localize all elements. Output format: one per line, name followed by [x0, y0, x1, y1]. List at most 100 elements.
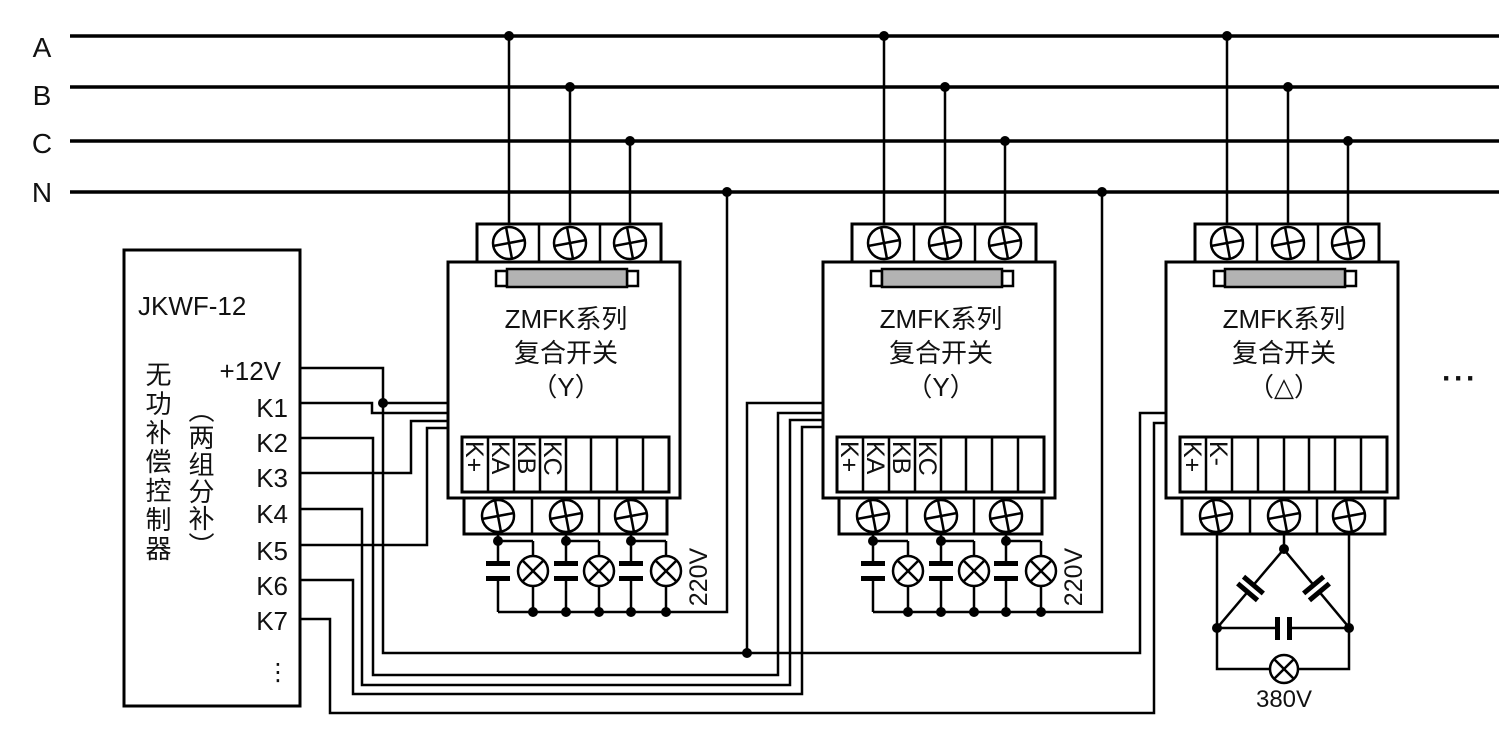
switch-connection-label: （Y）	[531, 372, 600, 402]
indicator-endcap	[1000, 269, 1015, 288]
terminal-label-kminus: K-	[1204, 441, 1232, 466]
junction-dot	[625, 136, 635, 146]
terminal-label-kplus: K+	[1178, 441, 1206, 472]
lamp-icon	[582, 539, 616, 614]
bus-label-c: C	[32, 128, 52, 159]
screw-terminal-icon	[987, 225, 1023, 261]
control-wiring	[300, 366, 1221, 715]
screw-terminal-icon	[855, 498, 891, 534]
lamp-icon	[957, 539, 991, 614]
voltage-label: 380V	[1256, 686, 1312, 713]
junction-dot	[565, 82, 575, 92]
load-wire	[1215, 532, 1270, 671]
voltage-label: 220V	[685, 547, 713, 606]
controller: JKWF-12 无功补偿控制器 （两组分补） +12V K1 K2 K3 K4 …	[122, 248, 302, 708]
capacitor-icon	[1215, 548, 1286, 629]
capacitor-icon	[484, 539, 512, 614]
junction-dot	[504, 31, 514, 41]
indicator-endcap	[1212, 269, 1227, 288]
screw-terminal-icon	[988, 498, 1024, 534]
more-terminals-label: ⋮	[266, 659, 290, 686]
switch-connection-label: （△）	[1248, 372, 1320, 402]
terminal-label-k3: K3	[256, 463, 288, 493]
screw-terminal-icon	[927, 225, 963, 261]
controller-name-label: 无功补偿控制器	[142, 361, 172, 564]
terminal-label-kplus: K+	[835, 441, 863, 472]
terminal-label-k2: K2	[256, 428, 288, 458]
composite-switch-3: ZMFK系列 复合开关 （△） K+ K-	[1164, 222, 1400, 536]
junction-dot	[1222, 31, 1232, 41]
screw-terminal-icon	[923, 498, 959, 534]
switch-type-label: 复合开关	[889, 338, 993, 368]
controller-note-label: （两组分补）	[185, 397, 215, 559]
screw-terminal-icon	[612, 225, 648, 261]
screw-terminal-icon	[491, 225, 527, 261]
switch-type-label: 复合开关	[1232, 338, 1336, 368]
lamp-icon	[649, 539, 683, 614]
composite-switch-1: ZMFK系列 复合开关 （Y） K+ KA KB KC 220V	[446, 192, 729, 617]
junction-dot	[1344, 623, 1354, 633]
neutral-wire	[873, 192, 1104, 614]
junction-dot	[1212, 623, 1222, 633]
capacitor-icon	[1217, 617, 1349, 640]
terminal-label-12v: +12V	[220, 356, 282, 386]
bus-label-a: A	[33, 32, 52, 63]
lamp-icon	[1268, 653, 1300, 685]
switch-connection-label: （Y）	[906, 372, 975, 402]
indicator-bar	[505, 267, 629, 289]
junction-dot	[1343, 136, 1353, 146]
terminal-label-ka: KA	[861, 441, 889, 475]
indicator-endcap	[494, 269, 509, 288]
composite-switch-2: ZMFK系列 复合开关 （Y） K+ KA KB KC 220V	[821, 192, 1104, 617]
terminal-label-kb: KB	[887, 441, 915, 474]
screw-terminal-icon	[1209, 225, 1245, 261]
controller-model-label: JKWF-12	[138, 291, 246, 321]
switch-type-label: 复合开关	[514, 338, 618, 368]
terminal-label-k1: K1	[256, 393, 288, 423]
capacitor-icon	[552, 539, 580, 614]
screw-terminal-icon	[613, 498, 649, 534]
junction-dot	[742, 648, 752, 658]
controller-box	[122, 248, 302, 708]
switch-series-label: ZMFK系列	[1223, 304, 1346, 334]
junction-dot	[1000, 136, 1010, 146]
terminal-label-kc: KC	[538, 441, 566, 476]
screw-terminal-icon	[1270, 225, 1306, 261]
terminal-label-k6: K6	[256, 571, 288, 601]
terminal-label-k4: K4	[256, 499, 288, 529]
switch-series-label: ZMFK系列	[505, 304, 628, 334]
capacitor-icon	[1282, 547, 1351, 630]
screw-terminal-icon	[866, 225, 902, 261]
indicator-bar	[880, 267, 1004, 289]
screw-terminal-icon	[1330, 225, 1366, 261]
indicator-endcap	[1343, 269, 1358, 288]
bus-label-n: N	[32, 177, 52, 208]
lamp-icon	[1024, 539, 1058, 614]
screw-terminal-icon	[480, 498, 516, 534]
terminal-label-kc: KC	[913, 441, 941, 476]
terminal-label-ka: KA	[486, 441, 514, 475]
indicator-bar	[1223, 267, 1347, 289]
terminal-label-kb: KB	[512, 441, 540, 474]
lamp-icon	[891, 539, 925, 614]
junction-dot	[378, 398, 388, 408]
screw-terminal-icon	[1331, 498, 1367, 534]
junction-dot	[1283, 82, 1293, 92]
terminal-label-kplus: K+	[460, 441, 488, 472]
load-wire	[1298, 532, 1351, 671]
indicator-endcap	[625, 269, 640, 288]
terminal-label-k5: K5	[256, 536, 288, 566]
capacitor-icon	[992, 539, 1020, 614]
screw-terminal-icon	[1266, 498, 1302, 534]
power-buses: A B C N	[32, 32, 1499, 208]
capacitor-icon	[927, 539, 955, 614]
capacitor-icon	[859, 539, 887, 614]
delta-load-network: 380V	[1212, 532, 1354, 713]
screw-terminal-icon	[552, 225, 588, 261]
junction-dot	[879, 31, 889, 41]
terminal-label-k7: K7	[256, 606, 288, 636]
indicator-endcap	[869, 269, 884, 288]
neutral-wire	[498, 192, 729, 614]
capacitor-icon	[617, 539, 645, 614]
